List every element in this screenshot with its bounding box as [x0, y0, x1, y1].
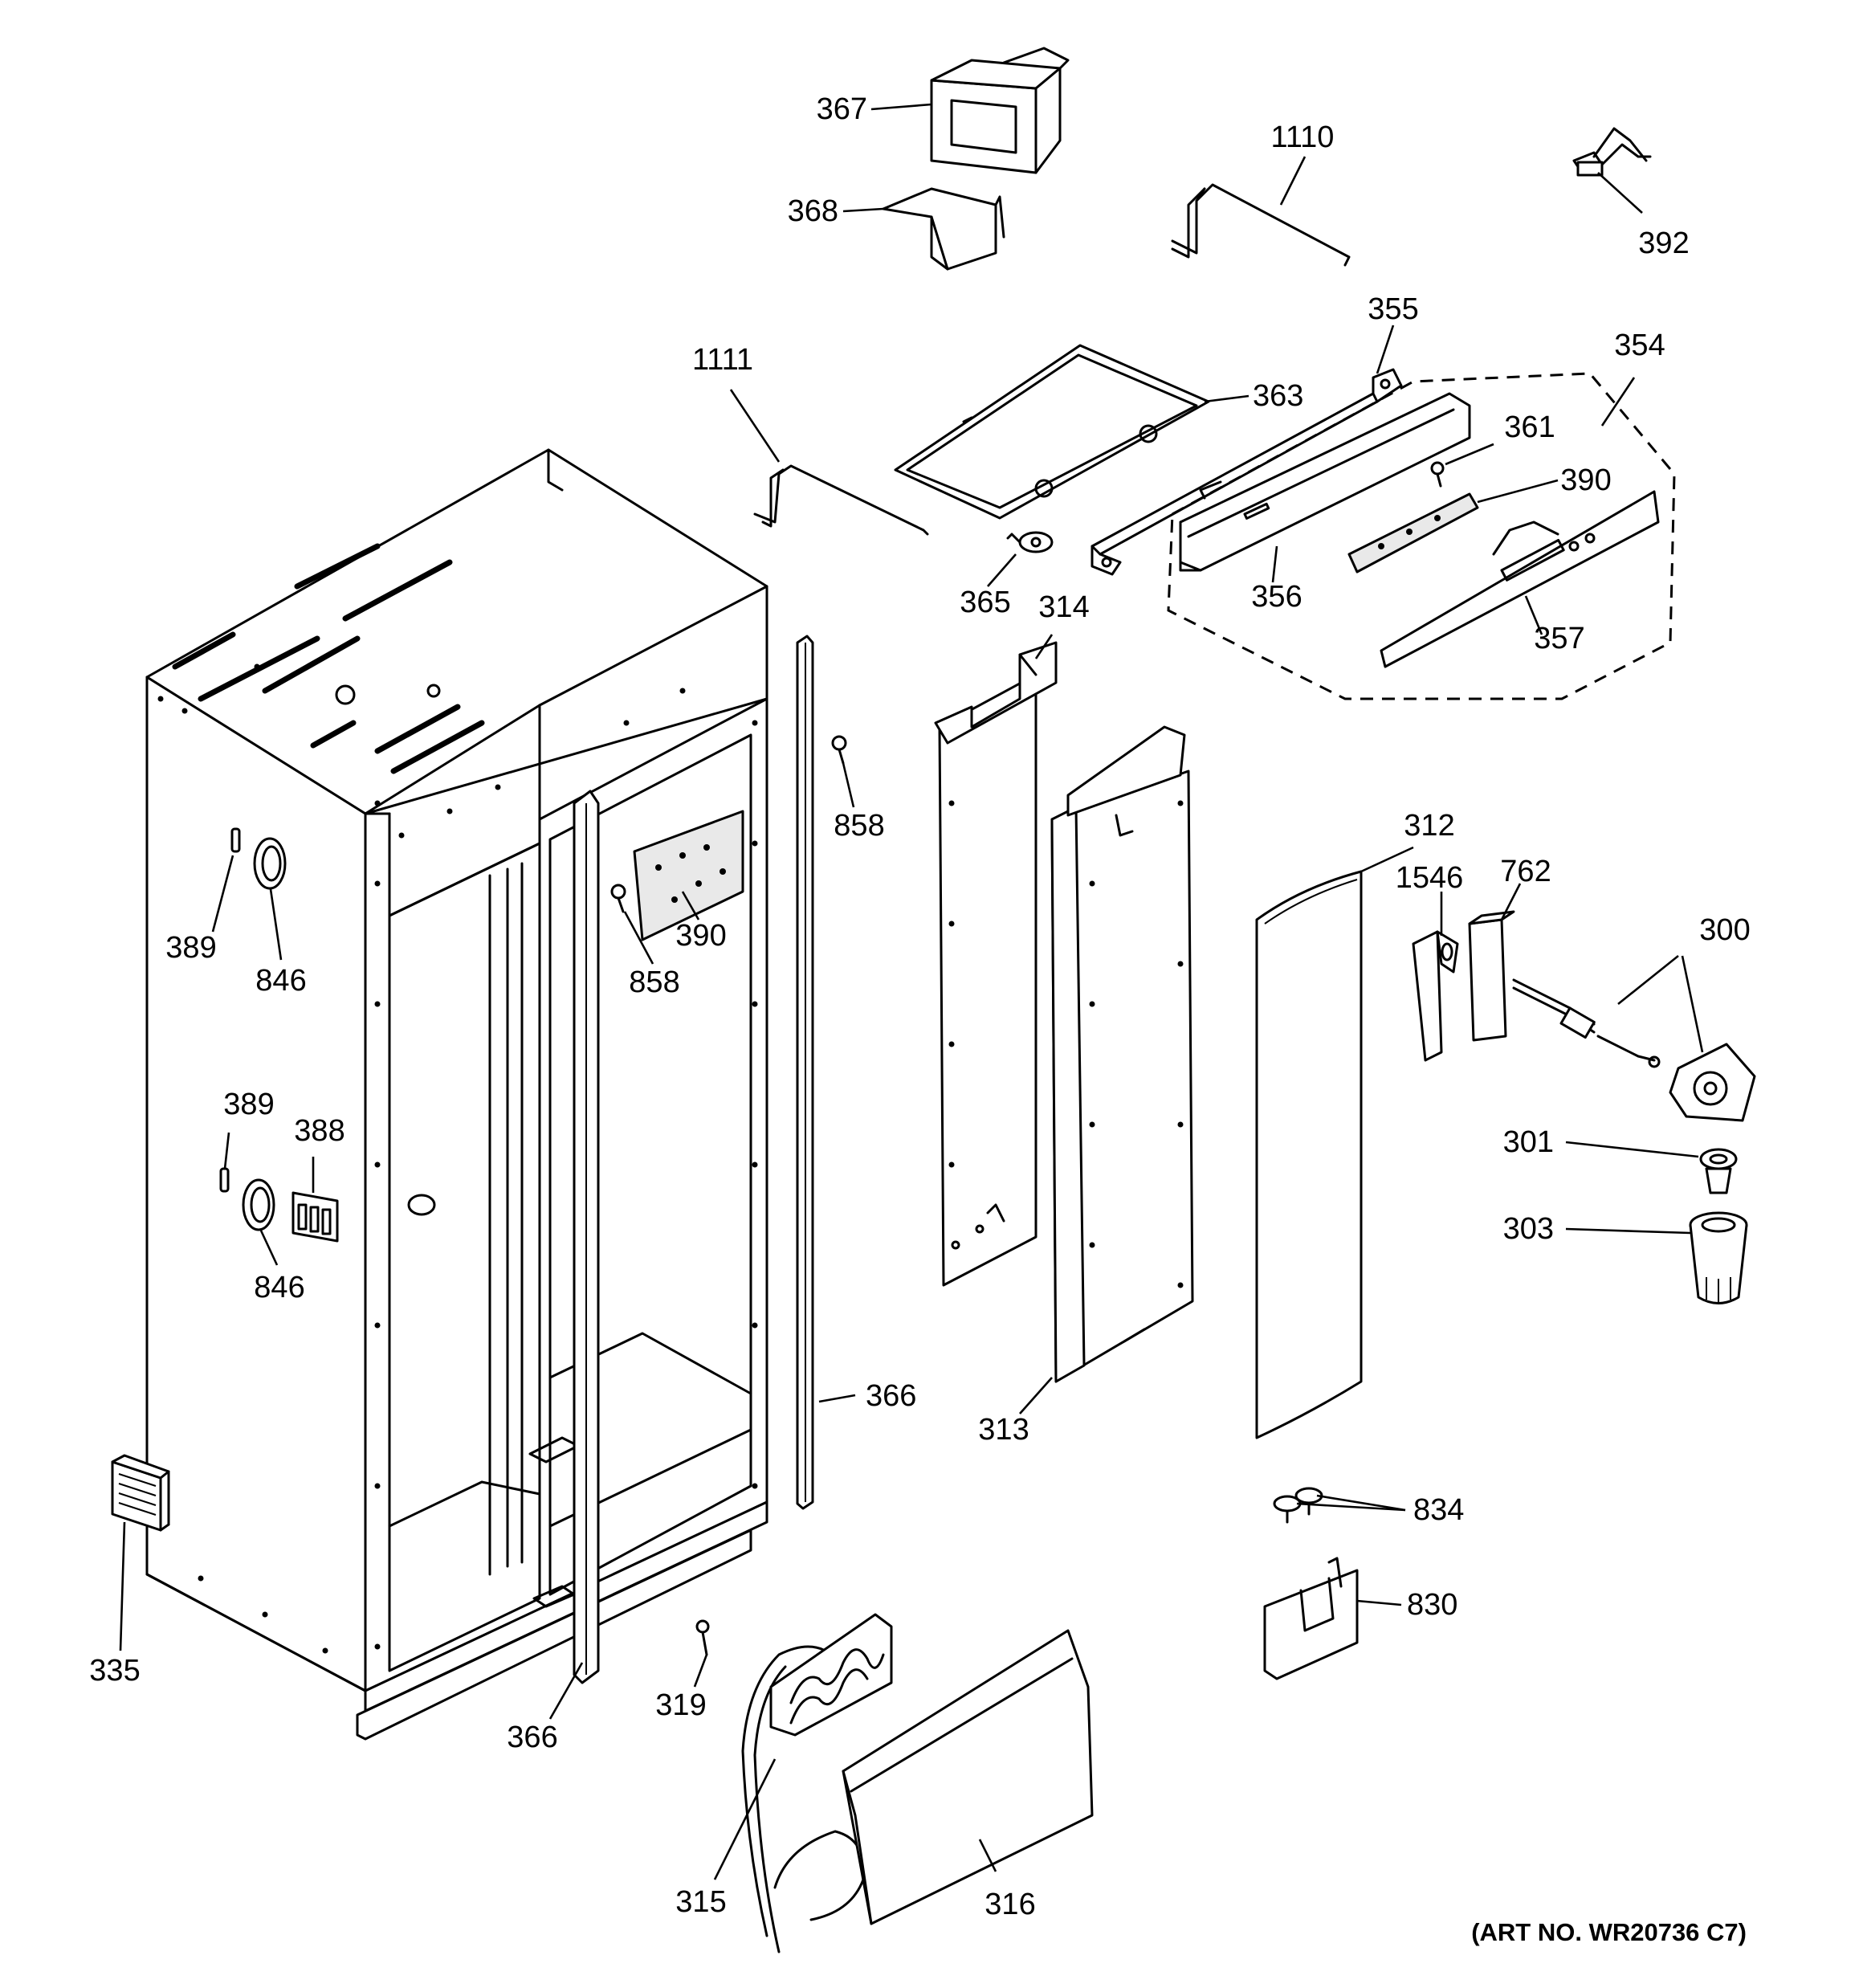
callout-315: 315: [675, 1885, 726, 1919]
callout-357: 357: [1534, 622, 1584, 655]
part-303-motor: [1689, 1211, 1748, 1304]
part-1110-rod: [1171, 183, 1351, 267]
callout-319: 319: [655, 1688, 706, 1722]
callout-335: 335: [89, 1654, 140, 1688]
part-858-screw-lower: [610, 884, 626, 913]
part-335-grille: [111, 1454, 170, 1532]
callout-846-upper: 846: [255, 964, 306, 998]
part-366-trim-strip-left: [573, 790, 600, 1684]
part-301-motor-mount: [1699, 1148, 1738, 1194]
callout-1111: 1111: [692, 343, 753, 377]
part-834-clips: [1273, 1487, 1323, 1524]
callout-367: 367: [817, 92, 867, 126]
callout-316: 316: [984, 1888, 1035, 1921]
callout-312: 312: [1404, 809, 1454, 843]
leader-lines: [119, 103, 1704, 1880]
part-316-drain-pan: [842, 1629, 1094, 1925]
part-389-pin-upper: [230, 827, 241, 853]
callout-labels: 367 368 1110 392 355 354 1111 363 361 39…: [89, 92, 1750, 1946]
part-389-pin-lower: [219, 1167, 230, 1193]
callout-366-left: 366: [507, 1721, 557, 1754]
part-319-screw: [695, 1619, 710, 1656]
callout-389-lower: 389: [223, 1088, 274, 1121]
callout-846-lower: 846: [254, 1271, 304, 1304]
callout-1546: 1546: [1396, 861, 1464, 895]
callout-1110: 1110: [1271, 120, 1335, 154]
part-365-clip: [1006, 531, 1054, 553]
callout-390-lower: 390: [675, 919, 726, 953]
callout-314: 314: [1038, 590, 1089, 624]
part-356-front-frame: [1179, 392, 1471, 572]
part-354-assembly-outline: [1167, 372, 1676, 700]
callout-301: 301: [1503, 1125, 1554, 1159]
part-357-control-panel: [1380, 490, 1660, 668]
part-846-vent-lower: [242, 1178, 275, 1231]
part-846-vent-upper: [253, 837, 287, 890]
callout-389-upper: 389: [165, 931, 216, 965]
part-1546-bracket: [1412, 930, 1459, 1062]
part-368-bracket: [882, 187, 1005, 271]
part-355-bracket: [1090, 368, 1403, 576]
callout-313: 313: [978, 1413, 1029, 1447]
callout-762: 762: [1500, 855, 1551, 888]
part-312-curved-cover: [1255, 870, 1363, 1439]
part-313-evaporator-cover: [1050, 725, 1194, 1383]
part-314-duct-panel: [934, 641, 1058, 1287]
callout-366-right: 366: [866, 1379, 916, 1413]
part-300-fan-assembly: [1512, 978, 1756, 1122]
callout-363: 363: [1253, 379, 1303, 413]
part-392-connector: [1572, 127, 1652, 177]
callout-392: 392: [1638, 227, 1689, 260]
callout-303: 303: [1503, 1212, 1554, 1246]
callout-300: 300: [1699, 913, 1750, 947]
part-390-control-board-top: [1347, 492, 1479, 574]
part-366-trim-strip-right: [796, 635, 814, 1510]
callout-834: 834: [1413, 1493, 1464, 1527]
part-858-screw-upper: [831, 735, 847, 765]
part-390-control-board-cabinet: [633, 810, 744, 941]
callout-365: 365: [960, 586, 1010, 619]
callout-356: 356: [1251, 580, 1302, 614]
callout-388: 388: [294, 1114, 344, 1148]
part-830-bracket: [1263, 1557, 1359, 1680]
part-762-pad: [1468, 910, 1515, 1042]
callout-368: 368: [788, 194, 838, 228]
callout-830: 830: [1407, 1588, 1457, 1622]
part-361-screw: [1430, 461, 1445, 488]
callout-354: 354: [1614, 329, 1665, 362]
art-number-caption: (ART NO. WR20736 C7): [1471, 1918, 1747, 1946]
part-363-cover-plate: [894, 344, 1210, 520]
callout-858-lower: 858: [629, 965, 679, 999]
part-1111-rod: [753, 464, 929, 536]
callout-858-upper: 858: [834, 809, 884, 843]
part-367-housing: [930, 47, 1070, 174]
cabinet-fastener-dots: [157, 663, 758, 1654]
callout-355: 355: [1368, 292, 1418, 326]
part-388-switch: [291, 1191, 339, 1243]
callout-390-top: 390: [1560, 463, 1611, 497]
callout-361: 361: [1504, 410, 1555, 444]
